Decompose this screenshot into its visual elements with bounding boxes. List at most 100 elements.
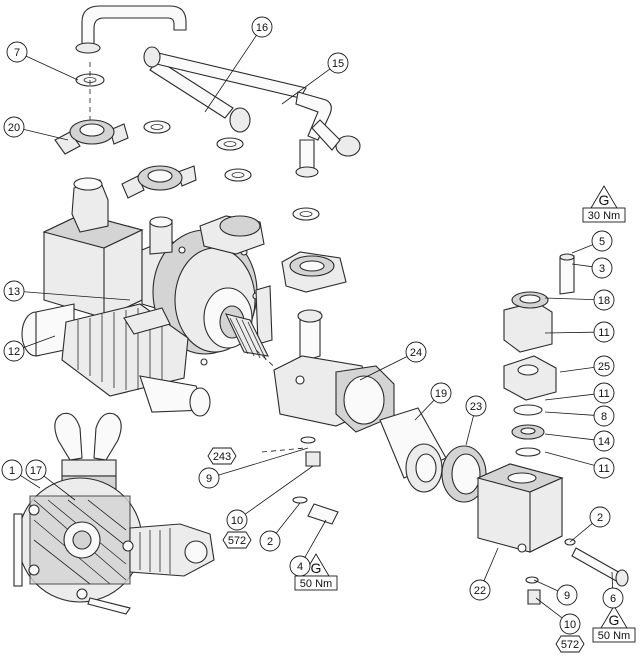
callout-circle xyxy=(593,405,615,427)
callout-label: 13 xyxy=(8,286,20,298)
leader-c14 xyxy=(544,433,595,441)
loose-gaskets xyxy=(143,120,320,221)
callout-label: 2 xyxy=(597,512,603,524)
callout-label: 17 xyxy=(30,465,42,477)
callout-c10a: 10 xyxy=(226,509,248,531)
callout-c12: 12 xyxy=(3,340,25,362)
callout-circle xyxy=(198,467,220,489)
callout-circle xyxy=(591,257,613,279)
leader-c1 xyxy=(20,475,41,489)
leader-c9b xyxy=(533,579,559,592)
torque-t30: G 30 Nm xyxy=(582,185,626,223)
callout-label: 9 xyxy=(206,473,212,485)
hex-tag-h572b: 572 xyxy=(555,635,585,653)
leader-c7 xyxy=(25,55,79,81)
leader-c22 xyxy=(483,547,499,581)
callout-circle xyxy=(593,430,615,452)
hex-outline xyxy=(207,447,237,465)
section-view xyxy=(13,412,215,615)
callout-label: 25 xyxy=(598,361,610,373)
callout-c13: 13 xyxy=(3,280,25,302)
leader-c19 xyxy=(414,399,435,421)
callout-label: 5 xyxy=(599,236,605,248)
callout-c16: 16 xyxy=(251,16,273,38)
callout-circle xyxy=(593,382,615,404)
callout-circle xyxy=(289,555,311,577)
hex-label: 572 xyxy=(228,535,246,547)
callout-label: 16 xyxy=(256,22,268,34)
hex-label: 572 xyxy=(561,639,579,651)
callout-c8: 8 xyxy=(593,405,615,427)
leader-c11a xyxy=(544,331,595,334)
callout-c11c: 11 xyxy=(593,457,615,479)
clamp-mid xyxy=(121,165,197,199)
clamp-20 xyxy=(54,119,129,155)
callout-c24: 24 xyxy=(405,341,427,363)
callout-circle xyxy=(559,613,581,635)
leader-c6 xyxy=(611,571,614,589)
callout-label: 2 xyxy=(267,536,273,548)
callout-circle xyxy=(251,16,273,38)
torque-value: 50 Nm xyxy=(598,630,630,642)
callout-label: 14 xyxy=(598,436,610,448)
leader-c10b xyxy=(535,597,563,619)
callout-label: 11 xyxy=(598,388,609,400)
callout-c2b: 2 xyxy=(589,506,611,528)
torque-symbol: G xyxy=(599,192,610,208)
callout-circle xyxy=(593,289,615,311)
torque-t50b: G50 Nm xyxy=(592,605,636,643)
torque-symbol: G xyxy=(311,560,322,576)
callout-label: 12 xyxy=(8,346,20,358)
callout-label: 19 xyxy=(435,388,447,400)
callout-c5: 5 xyxy=(591,230,613,252)
leader-c9a xyxy=(218,447,309,476)
housing-24 xyxy=(273,309,395,433)
callout-c4: 4 xyxy=(289,555,311,577)
callout-c9a: 9 xyxy=(198,467,220,489)
callout-circle xyxy=(602,587,624,609)
callout-c14: 14 xyxy=(593,430,615,452)
callout-label: 4 xyxy=(297,561,303,573)
callout-c19: 19 xyxy=(430,382,452,404)
leader-c3 xyxy=(571,263,593,268)
leader-c20 xyxy=(23,128,69,141)
callout-c22: 22 xyxy=(469,579,491,601)
torque-box xyxy=(592,627,636,643)
leader-c17 xyxy=(43,475,76,501)
leader-c15 xyxy=(281,68,331,105)
callout-label: 1 xyxy=(9,465,15,477)
callout-circle xyxy=(327,52,349,74)
hex-tag-h243: 243 xyxy=(207,447,237,465)
callout-c7: 7 xyxy=(6,41,28,63)
callout-circle xyxy=(593,321,615,343)
leader-c24 xyxy=(359,356,408,381)
gasket-7 xyxy=(75,62,105,130)
callout-c25: 25 xyxy=(593,355,615,377)
leader-lines xyxy=(20,35,614,619)
torque-t50a: G50 Nm xyxy=(294,553,338,591)
callout-c15: 15 xyxy=(327,52,349,74)
fasteners-bottom-right xyxy=(525,576,541,605)
hex-outline xyxy=(555,635,585,653)
hex-tag-h572a: 572 xyxy=(222,531,252,549)
callout-label: 10 xyxy=(231,515,243,527)
clamp-18 xyxy=(503,291,553,353)
bolt-6 xyxy=(564,538,629,587)
callout-c3: 3 xyxy=(591,257,613,279)
callout-circle xyxy=(3,340,25,362)
torque-value: 30 Nm xyxy=(588,210,620,222)
callout-c9b: 9 xyxy=(556,584,578,606)
callout-label: 23 xyxy=(470,401,482,413)
leader-c23 xyxy=(465,415,474,446)
leader-c11b xyxy=(544,393,595,401)
leader-c10a xyxy=(244,465,314,515)
leader-c25 xyxy=(559,366,595,373)
callout-circle xyxy=(405,341,427,363)
callout-circle xyxy=(589,506,611,528)
callout-label: 22 xyxy=(474,585,486,597)
torque-box xyxy=(582,207,626,223)
callout-c6: 6 xyxy=(602,587,624,609)
callout-label: 20 xyxy=(8,122,20,134)
